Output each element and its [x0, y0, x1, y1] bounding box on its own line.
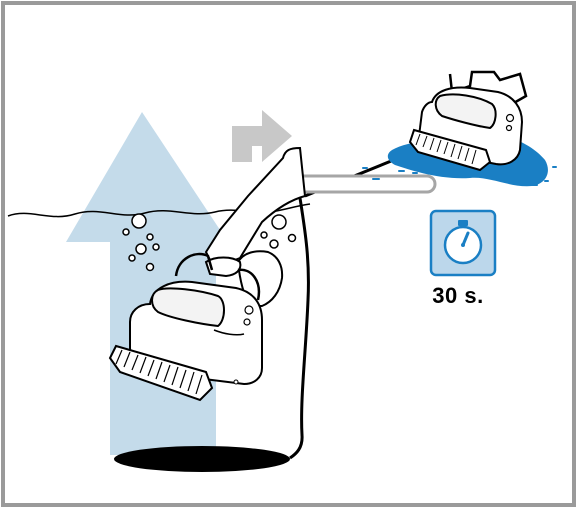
stopwatch-icon	[431, 211, 495, 275]
timer-duration-label: 30 s.	[418, 283, 498, 309]
robot-cable	[295, 176, 435, 192]
pool-floor-shadow	[114, 446, 290, 472]
